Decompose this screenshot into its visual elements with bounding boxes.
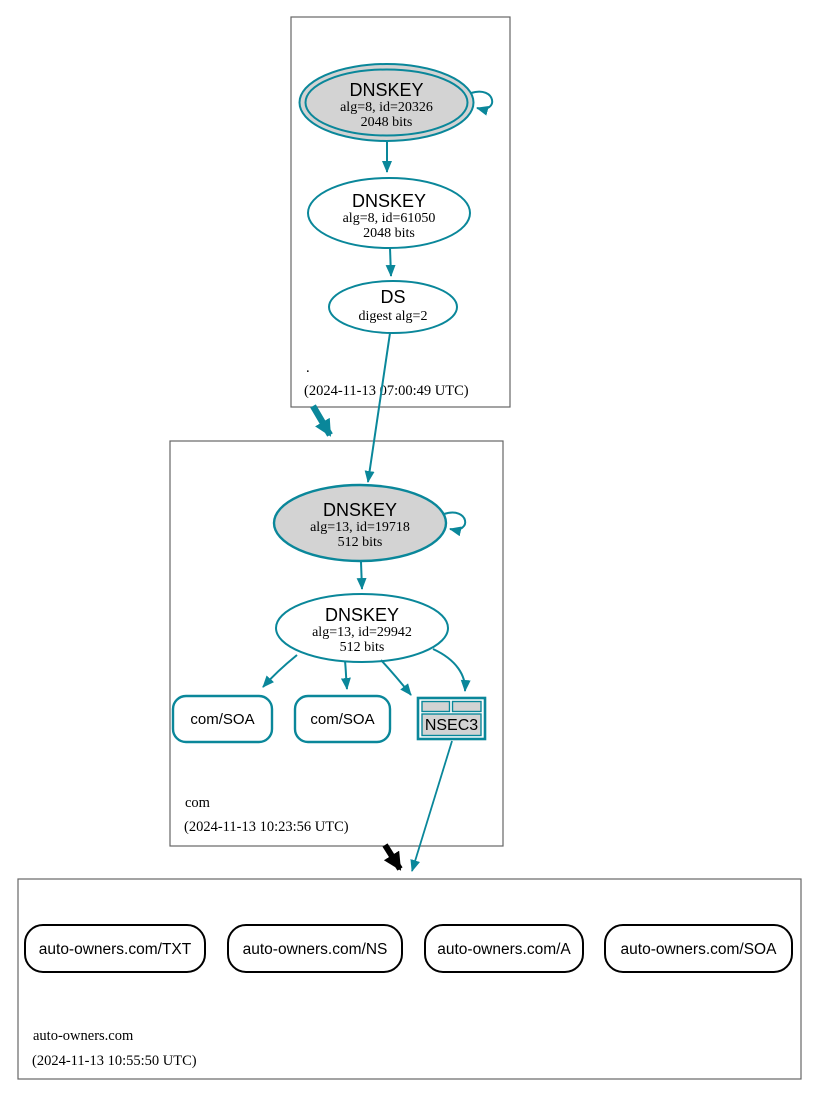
edge-root-ksk-selfloop xyxy=(470,90,494,116)
com-zsk-detail: alg=13, id=29942 xyxy=(312,625,412,640)
edge-com-zsk-nsec3-b xyxy=(432,648,471,692)
node-nsec3: NSEC3 xyxy=(416,696,487,741)
node-com-soa-2: com/SOA xyxy=(293,694,392,744)
com-ksk-title: DNSKEY xyxy=(323,500,397,520)
node-com-soa-1: com/SOA xyxy=(171,694,274,744)
root-zsk-detail: alg=8, id=61050 xyxy=(343,211,436,226)
com-zone-label: com xyxy=(185,795,211,811)
edge-com-zsk-nsec3-a xyxy=(380,659,412,696)
com-ksk-bits: 512 bits xyxy=(338,535,383,550)
ds-title: DS xyxy=(380,287,405,307)
node-com-zsk: DNSKEY alg=13, id=29942 512 bits xyxy=(275,593,449,663)
com-zsk-title: DNSKEY xyxy=(325,605,399,625)
root-zsk-title: DNSKEY xyxy=(352,191,426,211)
node-com-ksk: DNSKEY alg=13, id=19718 512 bits xyxy=(272,483,448,563)
com-ksk-detail: alg=13, id=19718 xyxy=(310,520,410,535)
root-ksk-bits: 2048 bits xyxy=(361,115,413,130)
edge-com-zsk-soa2 xyxy=(340,660,351,690)
auto-owners-txt-label: auto-owners.com/TXT xyxy=(39,941,192,958)
root-zone-timestamp: (2024-11-13 07:00:49 UTC) xyxy=(304,383,469,399)
root-ksk-detail: alg=8, id=20326 xyxy=(340,100,433,115)
zone-box-auto-owners xyxy=(17,878,802,1080)
nsec3-label: NSEC3 xyxy=(425,717,478,734)
root-zsk-bits: 2048 bits xyxy=(363,226,415,241)
zone-box-root xyxy=(290,16,511,408)
auto-owners-ns-label: auto-owners.com/NS xyxy=(243,941,388,958)
root-ksk-title: DNSKEY xyxy=(349,80,423,100)
edge-com-ksk-zsk xyxy=(356,561,367,590)
com-soa-1-label: com/SOA xyxy=(190,711,254,728)
auto-owners-zone-label: auto-owners.com xyxy=(33,1028,134,1044)
edge-delegation-root-com xyxy=(310,404,333,437)
com-zone-timestamp: (2024-11-13 10:23:56 UTC) xyxy=(184,819,349,835)
edge-delegation-com-auto-owners xyxy=(382,843,403,871)
node-ds-com: DS digest alg=2 xyxy=(328,280,458,334)
node-root-zsk: DNSKEY alg=8, id=61050 2048 bits xyxy=(307,177,471,249)
ds-detail: digest alg=2 xyxy=(359,309,428,324)
edge-nsec3-auto-owners xyxy=(410,740,453,872)
edge-com-ksk-selfloop xyxy=(443,511,467,537)
root-zone-label: . xyxy=(306,360,310,376)
auto-owners-zone-timestamp: (2024-11-13 10:55:50 UTC) xyxy=(32,1053,197,1069)
node-auto-owners-txt: auto-owners.com/TXT xyxy=(24,924,206,973)
edge-root-zsk-ds xyxy=(385,247,396,277)
node-auto-owners-ns: auto-owners.com/NS xyxy=(227,924,403,973)
com-soa-2-label: com/SOA xyxy=(310,711,374,728)
node-root-ksk: DNSKEY alg=8, id=20326 2048 bits xyxy=(298,63,475,142)
auto-owners-soa-label: auto-owners.com/SOA xyxy=(621,941,778,958)
node-auto-owners-soa: auto-owners.com/SOA xyxy=(604,924,793,973)
edge-com-zsk-soa1 xyxy=(262,654,298,688)
zone-box-com xyxy=(169,440,504,847)
edge-ds-com-ksk xyxy=(364,332,391,483)
com-zsk-bits: 512 bits xyxy=(340,640,385,655)
auto-owners-a-label: auto-owners.com/A xyxy=(437,941,571,958)
node-auto-owners-a: auto-owners.com/A xyxy=(424,924,584,973)
